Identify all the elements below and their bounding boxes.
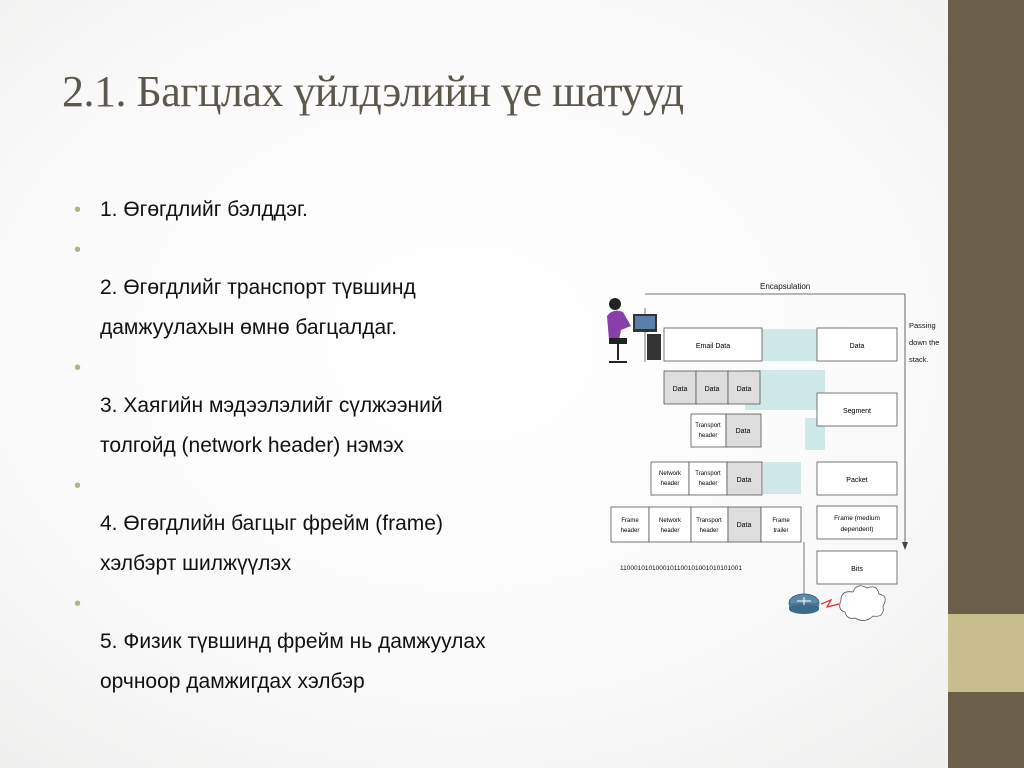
bullet-dot: • [74, 199, 82, 221]
right-accent-band [948, 614, 1024, 692]
encapsulation-diagram: Encapsulation Passing down the stack. Em… [607, 282, 939, 621]
frame-trailer-label: trailer [773, 528, 788, 534]
bullet-text-line1: 4. Өгөгдлийн багцыг фрейм (frame) [100, 512, 443, 535]
bullet-text-line1: 3. Хаягийн мэдээлэлийг сүлжээний [100, 394, 443, 417]
bullet-item-empty: • [74, 466, 654, 504]
data-label: Data [737, 522, 752, 529]
network-header-label: Network [659, 471, 682, 477]
pdu-segment-box [816, 392, 898, 427]
network-header-label: Network [659, 518, 682, 524]
bullet-dot: • [74, 475, 82, 497]
serial-link-icon [820, 598, 840, 608]
pdu-frame-label: dependent) [841, 526, 874, 533]
frame-header-label: Frame [621, 518, 639, 524]
pdu-frame-label: Frame (medium [834, 515, 880, 522]
bullet-item-1: • 1. Өгөгдлийг бэлддэг. [74, 190, 654, 230]
bullet-dot: • [74, 357, 82, 379]
bullet-item-empty: • [74, 230, 654, 268]
bullet-dot: • [74, 239, 82, 261]
bullet-text: 1. Өгөгдлийг бэлддэг. [100, 198, 308, 221]
bullet-item-4: 4. Өгөгдлийн багцыг фрейм (frame) хэлбэр… [74, 504, 654, 584]
slide-title: 2.1. Багцлах үйлдэлийн үе шатууд [62, 67, 684, 116]
user-at-computer-icon [607, 298, 661, 363]
bullet-item-2: 2. Өгөгдлийг транспорт түвшинд дамжуулах… [74, 268, 654, 348]
pdu-data-box [816, 327, 898, 362]
highlight-band [763, 462, 801, 494]
packet-row: Network header Transport header Data [650, 461, 763, 496]
bullet-item-3: 3. Хаягийн мэдээлэлийг сүлжээний толгойд… [74, 386, 654, 466]
side-note: Passing down the stack. [909, 321, 939, 364]
cloud-icon [839, 585, 886, 621]
transport-header-label: Transport [695, 423, 721, 429]
bullet-item-empty: • [74, 584, 654, 622]
bullet-list: • 1. Өгөгдлийг бэлддэг. • 2. Өгөгдлийг т… [74, 190, 654, 702]
pdu-bits-label: Bits [851, 566, 863, 573]
svg-text:Passing: Passing [909, 321, 936, 330]
stack-arrow-head [902, 542, 908, 550]
highlight-band [762, 329, 822, 361]
bullet-text-line2: орчноор дамжигдах хэлбэр [100, 670, 365, 693]
data-label: Data [737, 477, 752, 484]
frame-header-label: header [621, 528, 640, 534]
frame-row: Frame header Network header Transport he… [610, 506, 802, 543]
router-icon [788, 593, 820, 614]
transport-header-label: Transport [695, 471, 721, 477]
bullet-text-line2: толгойд (network header) нэмэх [100, 434, 404, 457]
pdu-segment-label: Segment [843, 408, 871, 415]
bit-string: 1100010101000101100101001010101001 [620, 565, 742, 572]
bullet-text-line1: 5. Физик түвшинд фрейм нь дамжуулах [100, 630, 486, 653]
data-label: Data [705, 386, 720, 393]
bullet-dot: • [74, 593, 82, 615]
transport-header-label: Transport [696, 518, 722, 524]
pdu-packet-box [816, 461, 898, 496]
network-header-label: header [661, 481, 680, 487]
network-header-label: header [661, 528, 680, 534]
svg-text:stack.: stack. [909, 355, 929, 364]
bullet-text-line1: 2. Өгөгдлийг транспорт түвшинд [100, 276, 416, 299]
bullet-item-empty: • [74, 348, 654, 386]
pdu-data-label: Data [850, 343, 865, 350]
pdu-frame-box [816, 505, 898, 540]
data-segments-row: Data Data Data [663, 370, 761, 405]
diagram-heading: Encapsulation [760, 282, 810, 291]
segment-row: Transport header Data [690, 413, 762, 448]
pdu-bits-box [816, 550, 898, 585]
bullet-text-line2: хэлбэрт шилжүүлэх [100, 552, 292, 575]
transport-header-label: header [700, 528, 719, 534]
data-label: Data [737, 386, 752, 393]
email-data-box [663, 327, 763, 362]
svg-text:down the: down the [909, 338, 939, 347]
transport-header-label: header [699, 481, 718, 487]
email-data-label: Email Data [696, 343, 730, 350]
transport-header-label: header [699, 433, 718, 439]
pdu-packet-label: Packet [846, 477, 867, 484]
data-label: Data [673, 386, 688, 393]
frame-trailer-label: Frame [772, 518, 790, 524]
bullet-item-5: 5. Физик түвшинд фрейм нь дамжуулах орчн… [74, 622, 654, 702]
bullet-text-line2: дамжуулахын өмнө багцалдаг. [100, 316, 398, 339]
data-label: Data [736, 428, 751, 435]
pdu-column: Data Segment Packet Frame (medium depend… [816, 327, 898, 585]
